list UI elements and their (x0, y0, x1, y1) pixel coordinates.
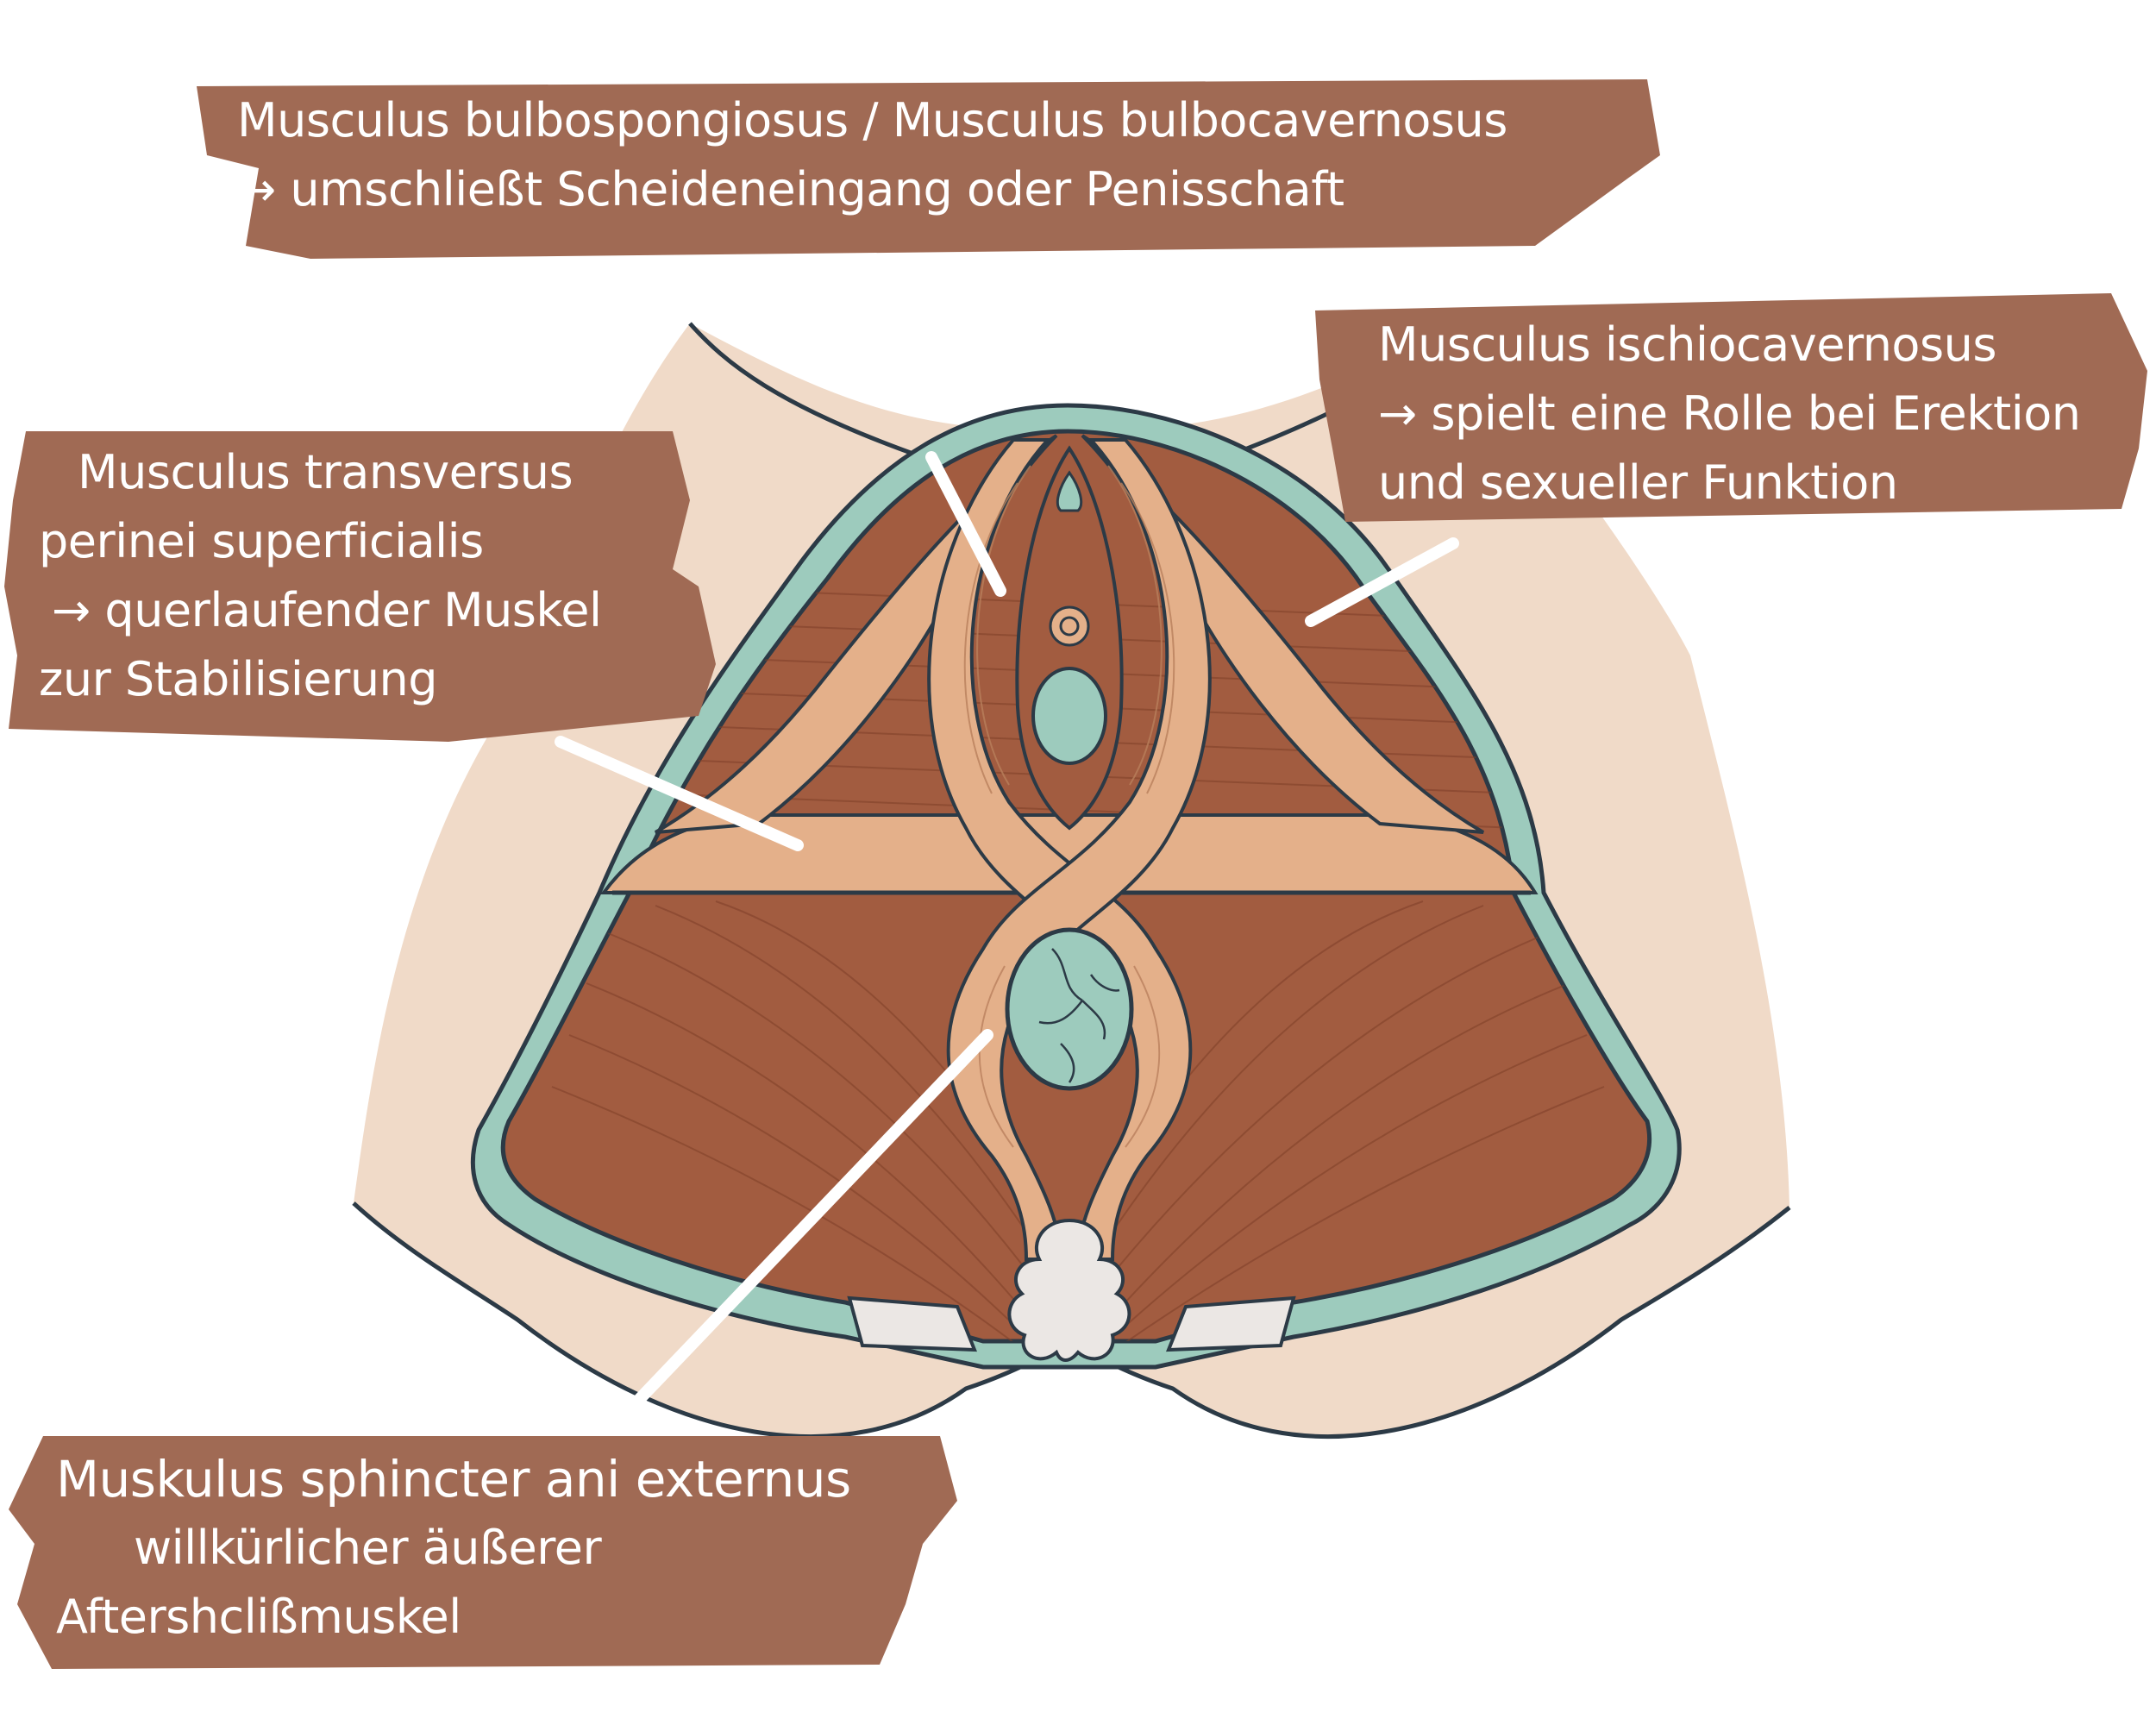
anus (1005, 927, 1134, 1091)
ligament-left (847, 1295, 978, 1352)
vaginal-opening (1031, 667, 1107, 765)
pointer-bulbospongiosus (925, 451, 1006, 597)
label-bg-ischiocavernosus (1315, 293, 2147, 522)
label-bg-sphincter (9, 1436, 957, 1669)
pointer-ischiocavernosus (1305, 537, 1459, 627)
anus-folds (1038, 948, 1120, 1083)
label-bg-bulbospongiosus (197, 79, 1660, 259)
skin-outline-bottom-left (352, 1201, 1070, 1439)
label-bg-transversus (4, 431, 716, 742)
urethra-opening-outer (1049, 605, 1090, 647)
skin-outline-bottom-right (1069, 1206, 1791, 1439)
urethra-opening-inner (1059, 616, 1080, 637)
coccyx (1007, 1218, 1131, 1362)
pointer-lines (555, 451, 1459, 1429)
ligament-right (1165, 1295, 1296, 1352)
anal-triangle (500, 890, 1652, 1344)
clitoris-glans (1056, 470, 1083, 512)
skin-outline-left (688, 322, 924, 460)
pointer-transversus (555, 736, 804, 851)
bulbospongiosus-fiber-lines (963, 465, 1175, 1148)
pointer-sphincter (611, 1029, 993, 1429)
